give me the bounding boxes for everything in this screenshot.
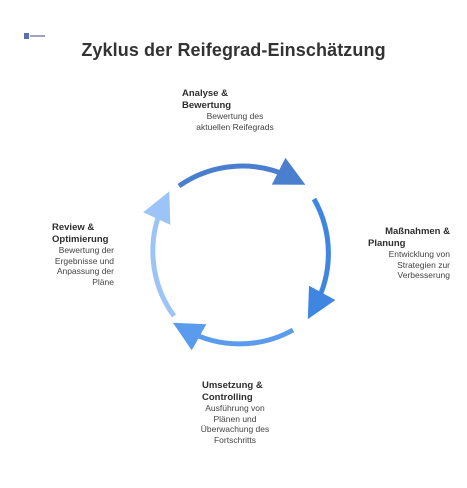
page-title: Zyklus der Reifegrad-Einschätzung bbox=[81, 40, 386, 60]
step-review: Review & Optimierung Bewertung der Ergeb… bbox=[30, 222, 114, 287]
cycle-arrow-bottom bbox=[172, 322, 295, 351]
step-analyse: Analyse & Bewertung Bewertung des aktuel… bbox=[170, 88, 300, 132]
step-analyse-description: Bewertung des aktuellen Reifegrads bbox=[196, 111, 274, 132]
brand-logo bbox=[24, 27, 46, 39]
step-umsetzung: Umsetzung & Controlling Ausführung von P… bbox=[180, 380, 290, 445]
step-analyse-title: Analyse & Bewertung bbox=[182, 88, 232, 111]
step-review-description: Bewertung der Ergebnisse und Anpassung d… bbox=[54, 245, 114, 287]
step-massnahmen: Maßnahmen & Planung Entwicklung von Stra… bbox=[360, 226, 450, 281]
step-review-title: Review & Optimierung bbox=[52, 222, 109, 245]
cycle-arrow-right bbox=[307, 197, 336, 320]
cycle-arrow-top bbox=[177, 157, 306, 189]
step-massnahmen-description: Entwicklung von Strategien zur Verbesser… bbox=[388, 249, 450, 280]
cycle-arrow-left bbox=[143, 191, 177, 318]
step-massnahmen-title: Maßnahmen & Planung bbox=[368, 226, 450, 249]
step-umsetzung-title: Umsetzung & Controlling bbox=[202, 380, 263, 403]
step-umsetzung-description: Ausführung von Plänen und Überwachung de… bbox=[200, 403, 270, 445]
